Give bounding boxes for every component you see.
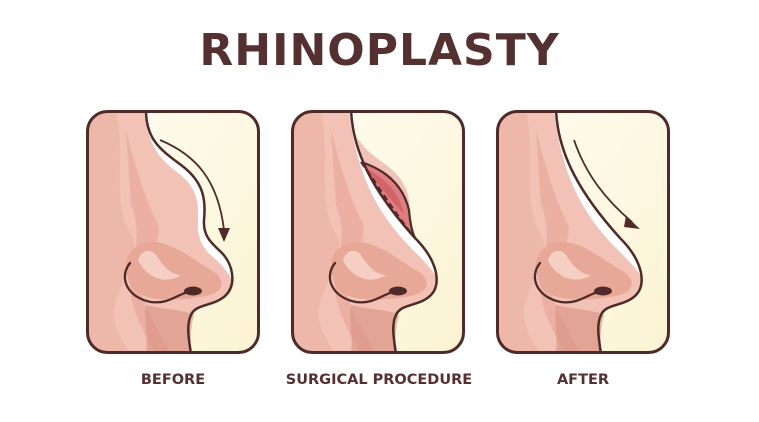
label-before: BEFORE	[140, 372, 206, 388]
label-after: AFTER	[556, 372, 610, 388]
arrow-icon	[159, 139, 225, 231]
panel-after	[496, 110, 670, 354]
arrow-icon	[573, 139, 633, 223]
nose-procedure-illustration	[291, 110, 465, 354]
cut-line	[360, 161, 416, 239]
nose-after-illustration	[496, 110, 670, 354]
nose-before-illustration	[86, 110, 260, 354]
page-title: RHINOPLASTY	[199, 25, 560, 76]
label-procedure: SURGICAL PROCEDURE	[285, 372, 473, 388]
panel-before	[86, 110, 260, 354]
panel-procedure	[291, 110, 465, 354]
